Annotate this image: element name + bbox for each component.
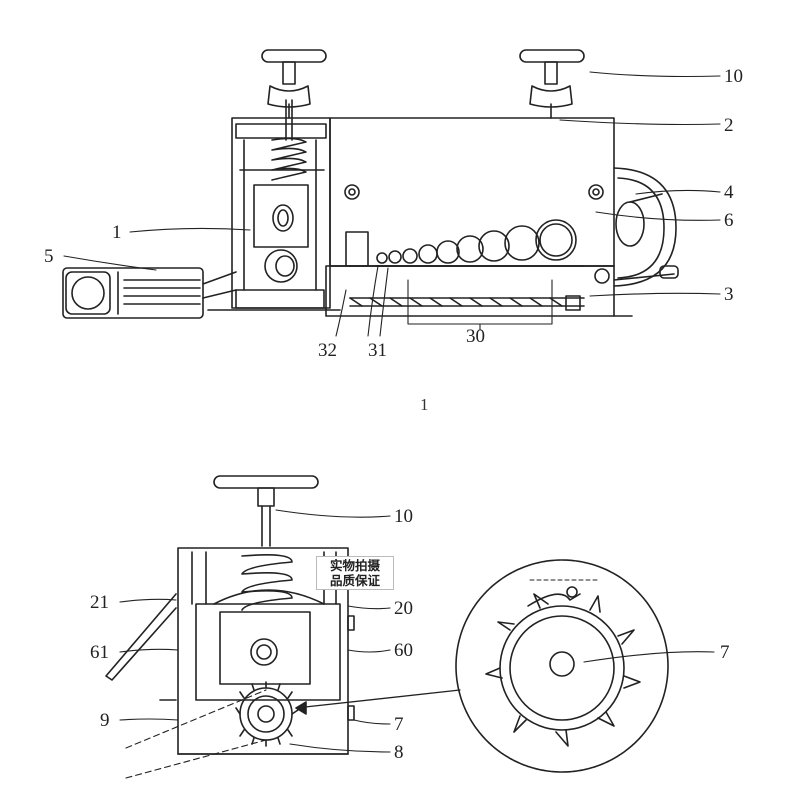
top-view xyxy=(62,49,721,337)
hand-wheel xyxy=(613,167,679,287)
detail-view xyxy=(455,559,715,773)
label-1: 1 xyxy=(112,222,122,243)
label-8: 8 xyxy=(394,742,404,763)
label-10-side: 10 xyxy=(394,506,413,527)
labels-top: 10 2 4 6 1 5 3 32 31 30 1 xyxy=(44,66,743,414)
leader-lines-top xyxy=(63,71,721,337)
label-61: 61 xyxy=(90,642,109,663)
figure-caption: 1 xyxy=(420,395,429,414)
label-9: 9 xyxy=(100,710,110,731)
label-30: 30 xyxy=(466,326,485,347)
t-handle-left xyxy=(261,49,327,119)
label-20: 20 xyxy=(394,598,413,619)
label-3: 3 xyxy=(724,284,734,305)
side-view xyxy=(105,475,461,779)
t-handle-right xyxy=(519,49,585,119)
label-7-detail: 7 xyxy=(720,642,730,663)
label-6: 6 xyxy=(724,210,734,231)
label-2: 2 xyxy=(724,115,734,136)
label-5: 5 xyxy=(44,246,54,267)
label-32: 32 xyxy=(318,340,337,361)
roller-holes xyxy=(345,219,585,267)
labels-detail: 7 xyxy=(720,642,730,663)
main-body xyxy=(325,117,633,317)
label-4: 4 xyxy=(724,182,734,203)
feed-housing xyxy=(207,117,341,311)
quality-stamp: 实物拍摄 品质保证 xyxy=(316,556,394,590)
label-31: 31 xyxy=(368,340,387,361)
motor xyxy=(62,267,237,319)
stamp-line-1: 实物拍摄 xyxy=(329,558,380,573)
label-60: 60 xyxy=(394,640,413,661)
leader-lines-side xyxy=(119,509,391,753)
label-21: 21 xyxy=(90,592,109,613)
label-7-side: 7 xyxy=(394,714,404,735)
labels-side: 10 21 20 61 60 9 7 8 xyxy=(90,506,413,763)
label-10-top: 10 xyxy=(724,66,743,87)
stamp-line-2: 品质保证 xyxy=(329,573,380,588)
